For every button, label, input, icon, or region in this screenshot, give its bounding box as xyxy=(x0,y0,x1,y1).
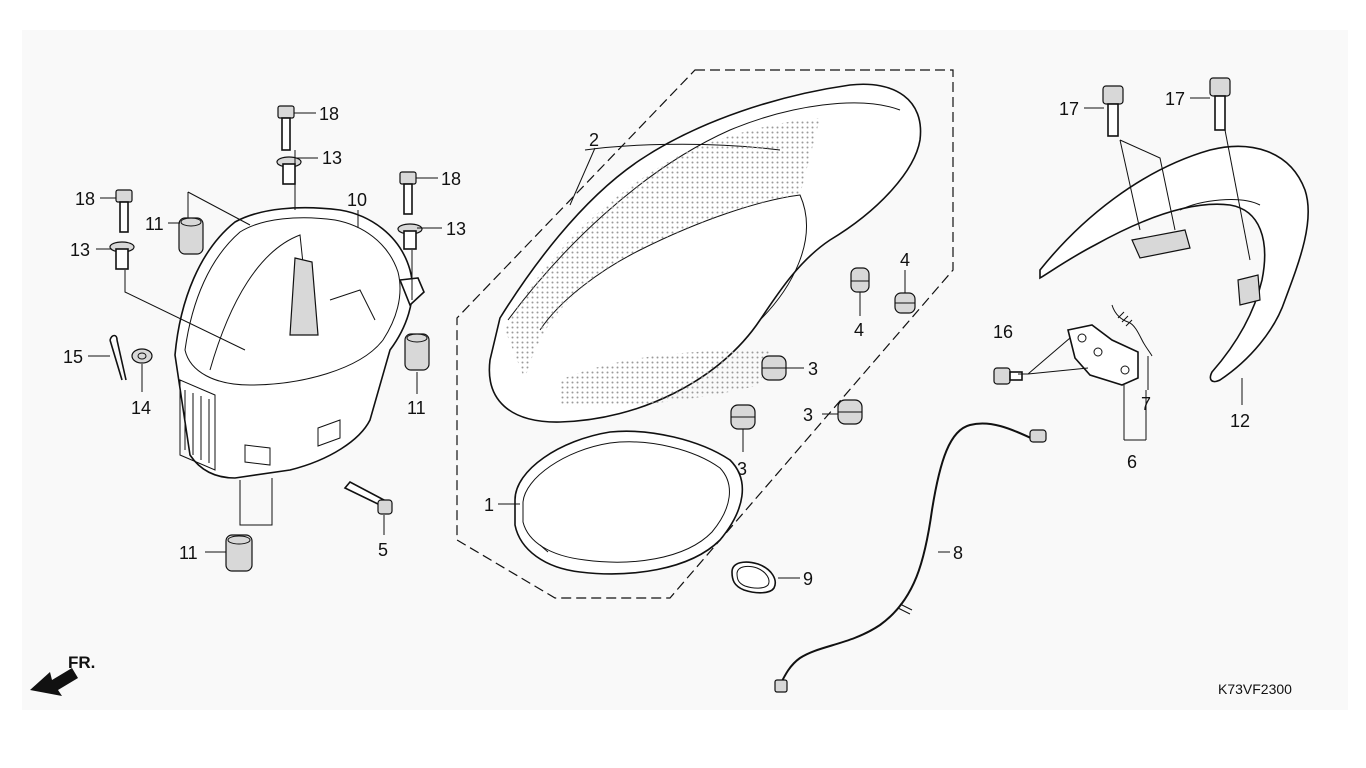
front-label: FR. xyxy=(68,653,95,672)
callout-2: 2 xyxy=(589,130,599,150)
rubber-mount-11a xyxy=(178,217,204,255)
callout-4b: 4 xyxy=(900,250,910,270)
callout-11a: 11 xyxy=(145,214,164,234)
callout-18c: 18 xyxy=(75,189,95,209)
callout-11b: 11 xyxy=(407,398,426,418)
bolt-17b xyxy=(1209,77,1231,131)
leader-lines xyxy=(88,97,1251,579)
callout-15: 15 xyxy=(63,347,83,367)
callout-7: 7 xyxy=(1141,394,1151,414)
rubber-bumper-3c xyxy=(837,399,863,425)
luggage-box xyxy=(174,206,425,479)
callout-14: 14 xyxy=(131,398,151,418)
callout-13b: 13 xyxy=(446,219,466,239)
bolt-5 xyxy=(343,480,393,515)
callout-1: 1 xyxy=(484,495,494,515)
bolt-18c xyxy=(115,189,133,233)
rubber-bumper-4b xyxy=(894,292,916,314)
callout-4a: 4 xyxy=(854,320,864,340)
callout-13a: 13 xyxy=(322,148,342,168)
callout-16: 16 xyxy=(993,322,1013,342)
callout-9: 9 xyxy=(803,569,813,589)
seat-group-outline xyxy=(456,69,954,599)
callout-3a: 3 xyxy=(808,359,818,379)
collar-13c xyxy=(109,241,135,270)
washer-14 xyxy=(131,348,153,364)
rubber-bumper-4a xyxy=(850,267,870,293)
bolt-17a xyxy=(1102,85,1124,137)
collar-13a xyxy=(276,156,302,185)
callout-17b: 17 xyxy=(1165,89,1185,109)
grab-rail xyxy=(1039,145,1309,383)
clip-pin-15 xyxy=(109,334,127,381)
callout-3b: 3 xyxy=(737,459,747,479)
small-seal xyxy=(731,561,776,594)
rubber-mount-11b xyxy=(404,333,430,371)
callout-11c: 11 xyxy=(179,543,198,563)
bolt-18b xyxy=(399,171,417,215)
bolt-16 xyxy=(993,367,1023,385)
callout-18b: 18 xyxy=(441,169,461,189)
callout-13c: 13 xyxy=(70,240,90,260)
rubber-bumper-3b xyxy=(730,404,756,430)
seat-cable xyxy=(774,422,1047,693)
callout-12: 12 xyxy=(1230,411,1250,431)
collar-13b xyxy=(397,223,423,250)
seat-seal-ring xyxy=(514,430,744,575)
seat xyxy=(488,83,922,423)
rubber-mount-11c xyxy=(225,534,253,572)
callout-6: 6 xyxy=(1127,452,1137,472)
diagram-code: K73VF2300 xyxy=(1218,681,1292,697)
bolt-18a xyxy=(277,105,295,151)
rubber-bumper-3a xyxy=(761,355,787,381)
front-arrow-icon: FR. xyxy=(30,653,95,696)
lock-spring-7 xyxy=(1111,304,1153,357)
callout-5: 5 xyxy=(378,540,388,560)
callout-labels: 1 2 3 3 3 4 4 5 6 7 8 9 10 11 11 11 12 1… xyxy=(63,89,1292,697)
callout-10: 10 xyxy=(347,190,367,210)
callout-8: 8 xyxy=(953,543,963,563)
callout-17a: 17 xyxy=(1059,99,1079,119)
seat-lock xyxy=(1067,324,1139,386)
callout-18a: 18 xyxy=(319,104,339,124)
callout-3c: 3 xyxy=(803,405,813,425)
